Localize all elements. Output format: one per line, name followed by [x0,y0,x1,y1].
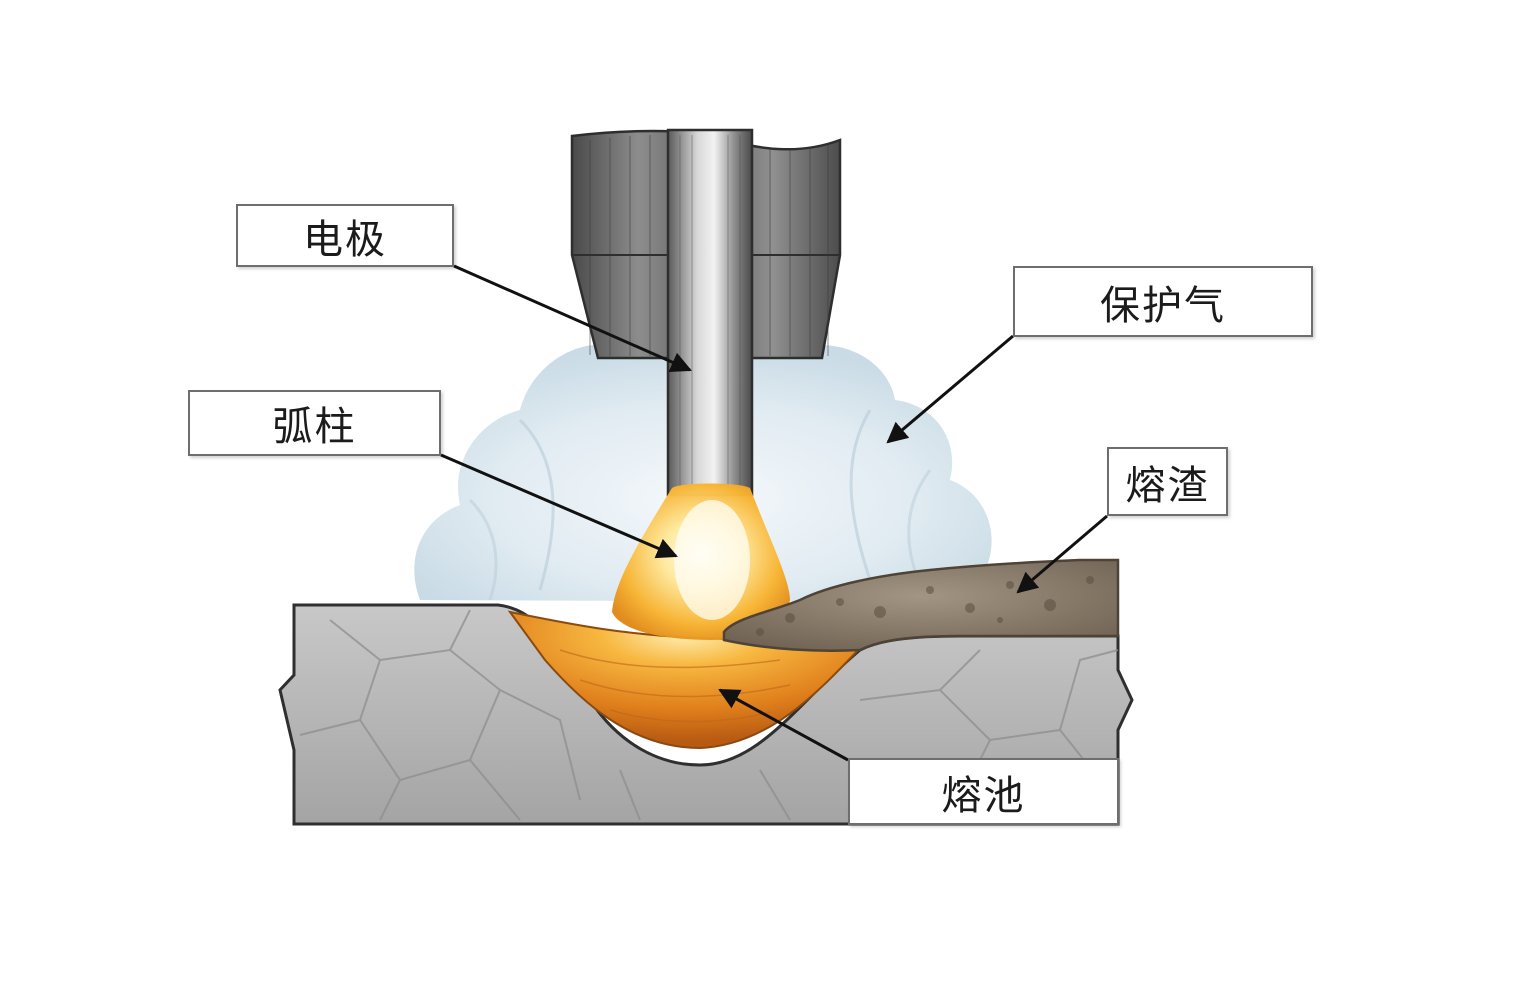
arrow-shield-gas [886,334,1014,444]
arrow-electrode [453,264,692,372]
arrow-weld-pool [718,688,849,762]
leader-arrows [440,264,1108,762]
label-slag: 熔渣 [1107,447,1228,516]
label-weld-pool: 熔池 [848,758,1119,825]
label-electrode: 电极 [236,204,454,267]
label-arc-column: 弧柱 [188,390,441,456]
label-shield-gas: 保护气 [1013,266,1313,337]
arrow-arc [440,453,678,559]
arc-column [612,483,790,640]
electrode [666,128,754,497]
arrow-slag [1016,514,1108,594]
